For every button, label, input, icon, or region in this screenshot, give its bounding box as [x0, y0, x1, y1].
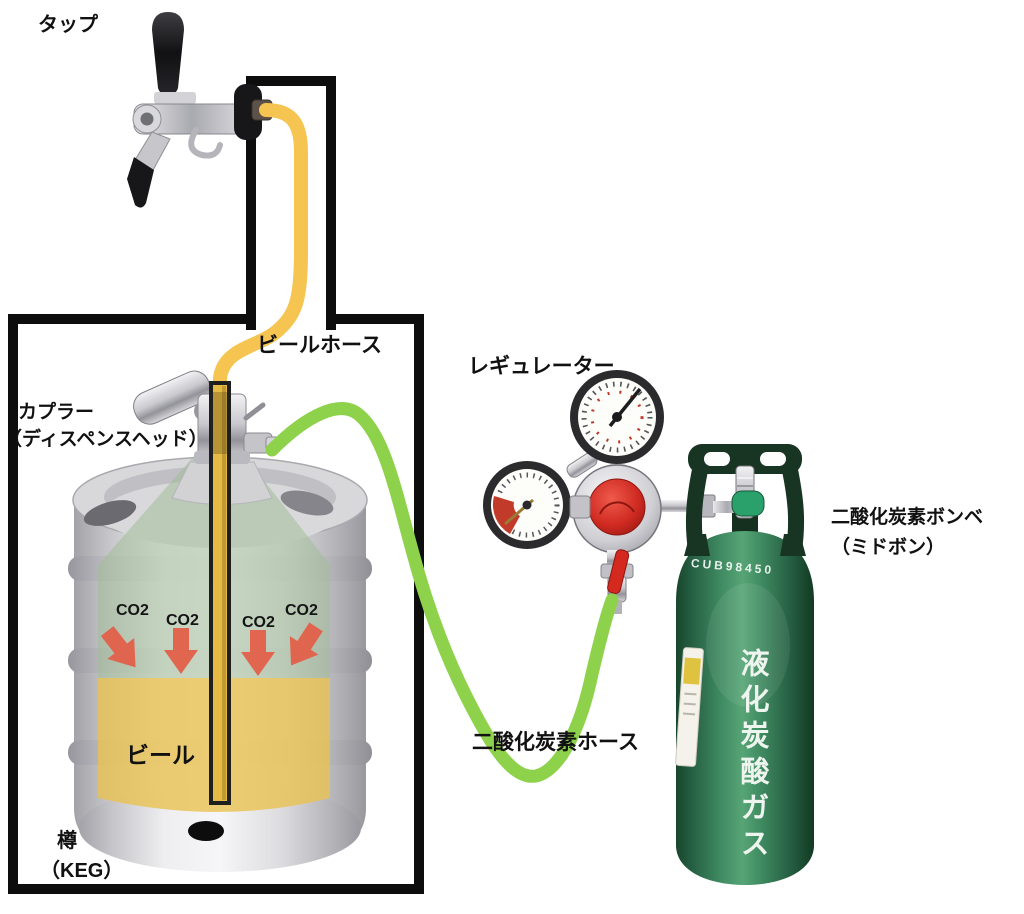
regulator [483, 370, 716, 614]
coupler-handle [133, 370, 211, 425]
co2-hose [265, 402, 619, 783]
beer-hose [213, 103, 308, 399]
cylinder-warning-label [675, 647, 704, 767]
valve-lever [607, 549, 630, 594]
gauge-red-zone [492, 496, 520, 534]
tap-handle [152, 12, 184, 95]
dip-tube [209, 381, 231, 805]
tap-mount-flange [234, 84, 262, 140]
valve-knob-green [731, 490, 765, 517]
pressure-adjust-knob [588, 478, 646, 536]
cylinder-valve [713, 465, 765, 519]
cylinder-cage-handle [684, 444, 806, 556]
coupler-lever [243, 402, 266, 421]
hose-highlight-box [246, 76, 336, 330]
co2-arrows [100, 622, 323, 676]
beer-hose-label: ビールホース [257, 334, 382, 357]
cylinder-label-line2: （ミドボン） [831, 537, 946, 558]
regulator-label: レギュレーター [468, 355, 615, 378]
coupler-label-line1: カプラー [18, 402, 95, 423]
co2-arrow-down [164, 628, 198, 674]
keg-label-line1: 樽 [57, 830, 77, 852]
cylinder-side-text: 液化炭酸ガス [736, 648, 768, 864]
co2-hose-label: 二酸化炭素ホース [472, 731, 639, 754]
coupler-label-line2: （ディスペンスヘッド） [3, 429, 208, 450]
cylinder-label-line1: 二酸化炭素ボンベ [831, 507, 984, 528]
co2-arrow-down [241, 630, 275, 676]
tap-latch [188, 127, 223, 159]
beer-label: ビール [126, 742, 195, 768]
tap-faucet [127, 12, 273, 208]
left-port-hex [569, 495, 591, 519]
tap-spout-tip [127, 157, 154, 208]
co2-arrow-down [100, 626, 136, 668]
co2-gas-label: CO2 [116, 602, 149, 619]
co2-gas-label: CO2 [242, 614, 275, 631]
keg-label-line2: （KEG） [40, 860, 124, 882]
tap-label: タップ [38, 14, 98, 36]
co2-arrow-down [289, 622, 323, 666]
co2-cylinder [675, 444, 814, 885]
co2-gas-label: CO2 [166, 612, 199, 629]
keg-bung [188, 821, 224, 841]
keg-handle-cutout-right [280, 490, 334, 516]
keg-highlight-box [8, 314, 424, 894]
tank-pressure-gauge [483, 461, 571, 549]
keg-handle-cutout-left [83, 500, 137, 526]
high-pressure-gauge [570, 370, 664, 464]
cylinder-body [676, 531, 814, 885]
knob-arrow-mark [599, 501, 635, 515]
co2-gas-label: CO2 [285, 602, 318, 619]
